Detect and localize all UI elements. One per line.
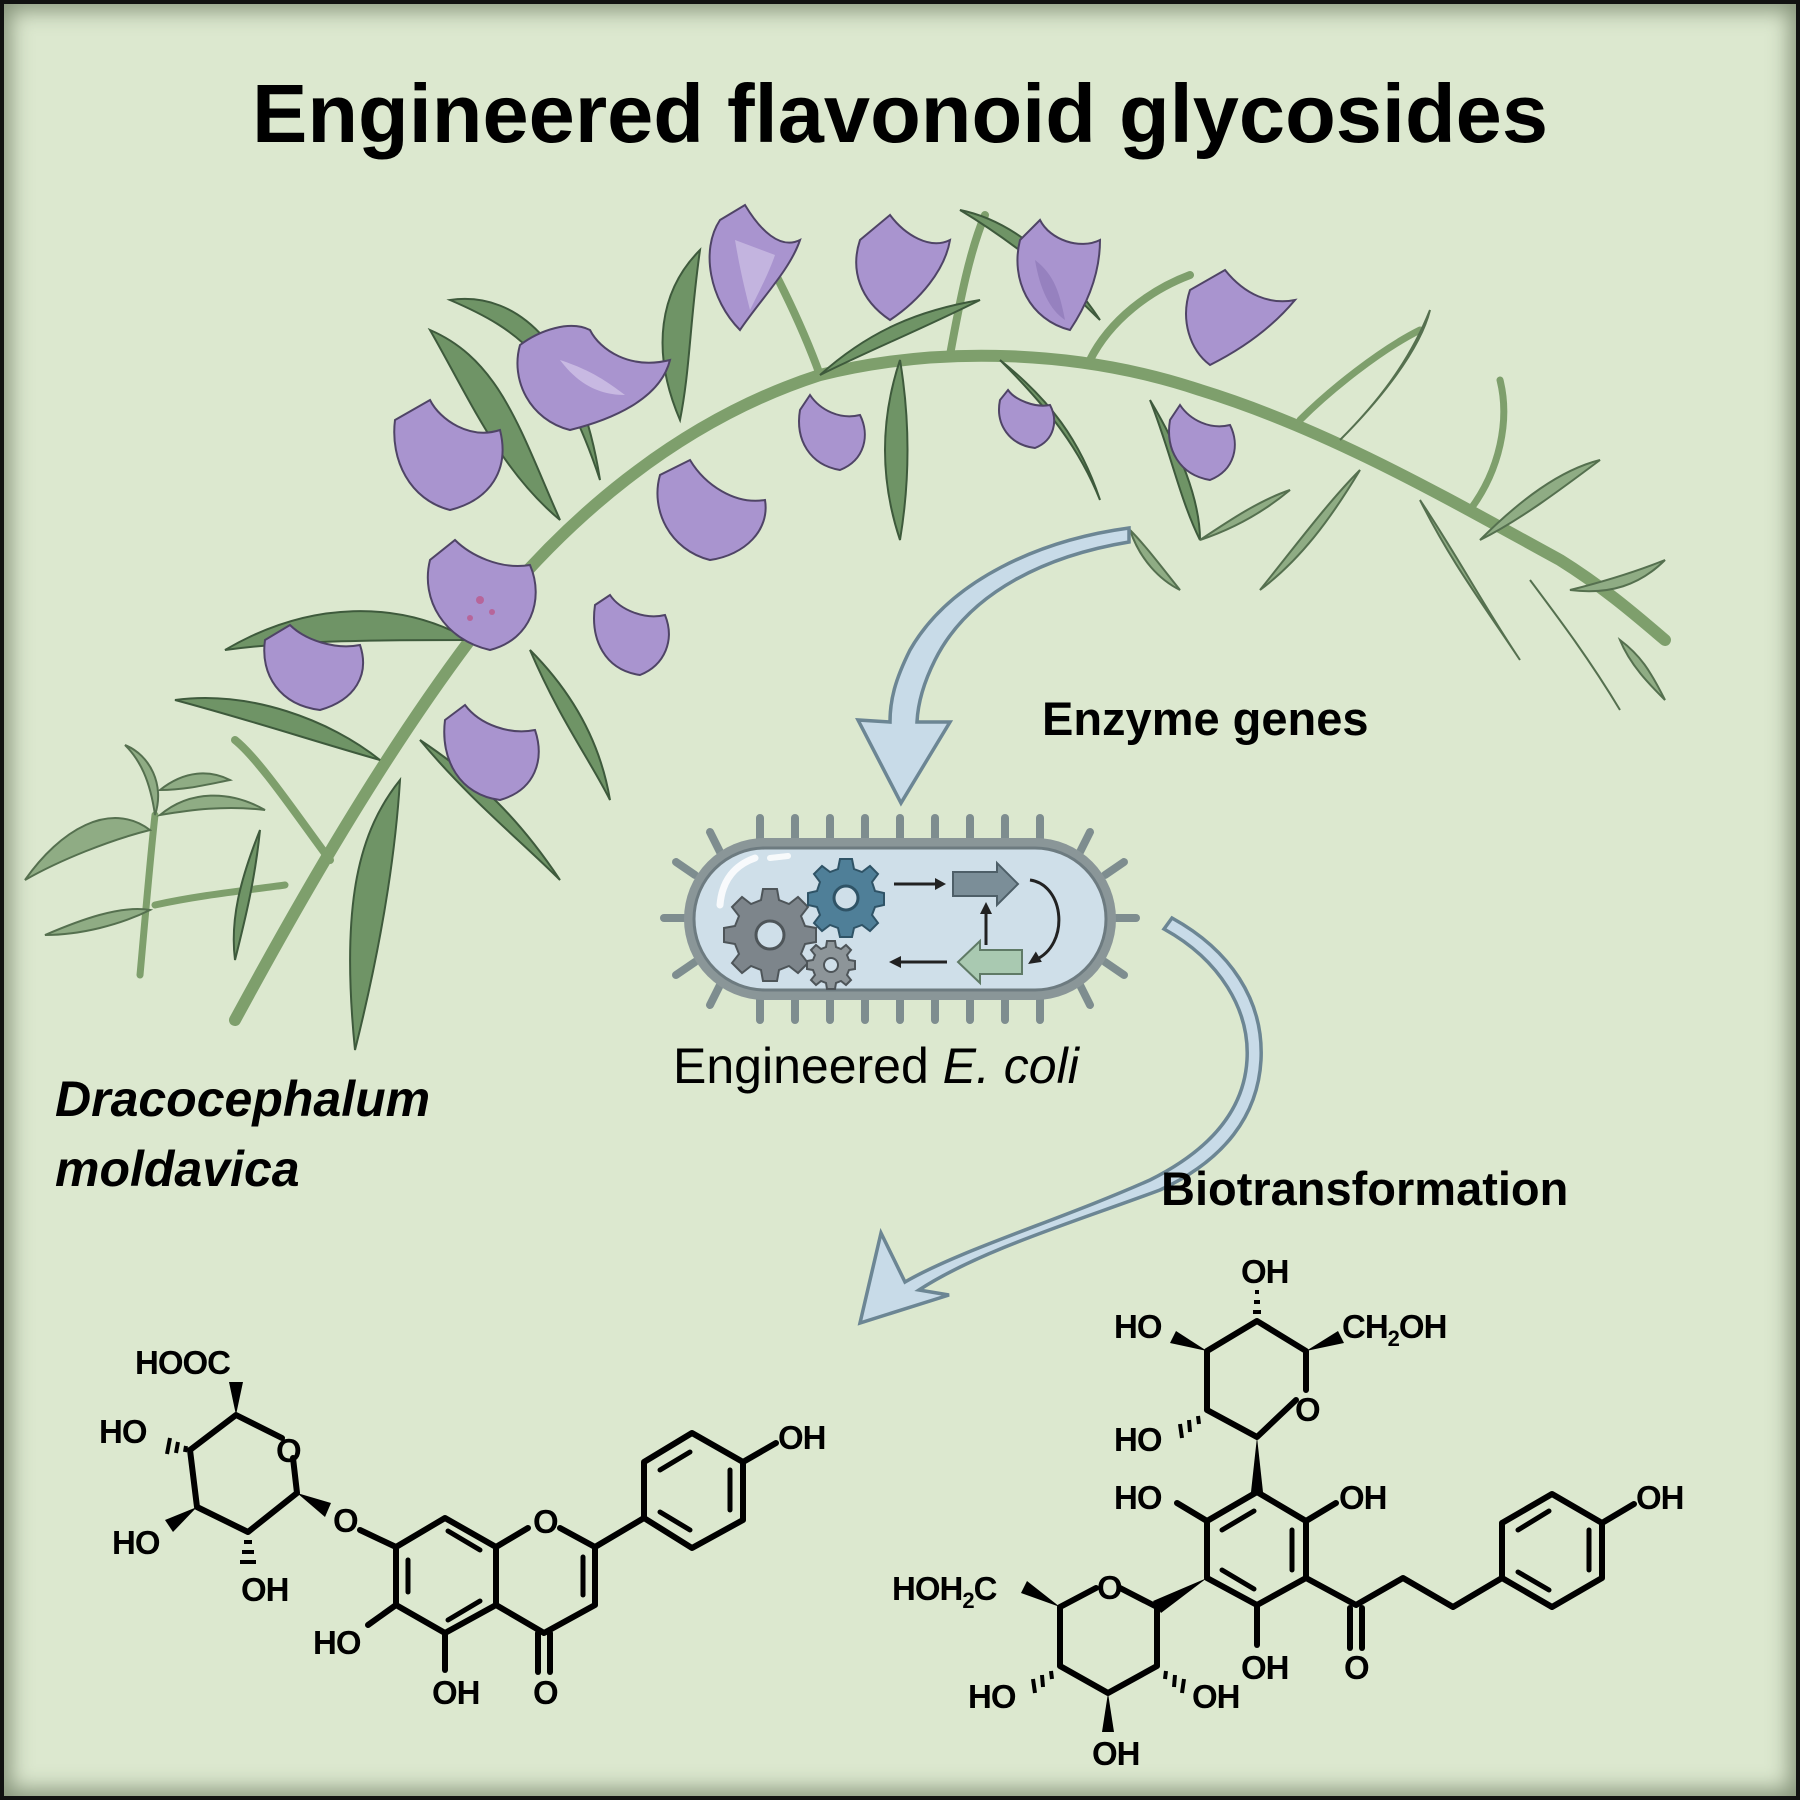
enzyme-genes-arrow <box>855 525 1131 807</box>
ch2oh-ch: CH <box>1342 1308 1388 1345</box>
gene-arrow-right <box>952 860 1020 908</box>
atom-label: HOOC <box>135 1344 230 1381</box>
atom-label: OH <box>1092 1735 1140 1772</box>
atom-label: HO <box>1114 1308 1162 1345</box>
atom-label: O <box>1295 1391 1320 1428</box>
flower <box>1016 218 1102 332</box>
flower <box>855 213 952 322</box>
figure-title: Engineered flavonoid glycosides <box>252 67 1548 160</box>
species-name-line2: moldavica <box>55 1141 300 1197</box>
atom-label: HO <box>99 1413 147 1450</box>
biotransformation-arrow <box>857 915 1263 1326</box>
atom-label: OH <box>241 1571 289 1608</box>
flower <box>593 593 670 677</box>
atom-label: OH <box>1192 1678 1240 1715</box>
gear-icon <box>723 888 817 982</box>
ch2oh-oh: OH <box>1399 1308 1447 1345</box>
hoh2c-subscript: 2 <box>962 1588 974 1613</box>
ch2oh-subscript: 2 <box>1388 1326 1400 1351</box>
flower <box>1168 403 1236 482</box>
plant-sprig-left <box>24 744 289 979</box>
atom-label: OH <box>1636 1479 1684 1516</box>
flower <box>1185 268 1298 367</box>
atom-label: HO <box>1114 1479 1162 1516</box>
enzyme-genes-label: Enzyme genes <box>1042 692 1369 745</box>
atom-label: OH <box>778 1419 826 1456</box>
flower <box>708 203 802 332</box>
species-name-line1: Dracocephalum <box>55 1071 430 1127</box>
atom-label: OH <box>1339 1479 1387 1516</box>
flower <box>263 623 365 712</box>
atom-label: OH <box>432 1674 480 1711</box>
atom-label: O <box>333 1502 358 1539</box>
plant-illustration <box>24 203 1671 1051</box>
atom-label: OH <box>1241 1649 1289 1686</box>
ecoli-label-species: E. coli <box>943 1038 1081 1094</box>
gene-arrow-left <box>956 938 1023 986</box>
flower <box>998 388 1056 450</box>
ecoli-label-prefix: Engineered <box>673 1038 943 1094</box>
atom-label: HO <box>968 1678 1016 1715</box>
atom-label: OH <box>1241 1253 1289 1290</box>
atom-label: O <box>1097 1569 1122 1606</box>
flower <box>656 458 767 562</box>
engineered-ecoli-label: Engineered E. coli <box>673 1038 1081 1094</box>
compound-left-structure: HOOC HO HO OH O O O HO OH O OH <box>99 1344 827 1711</box>
flower <box>426 538 537 652</box>
main-stem <box>229 349 1671 1026</box>
atom-label: HO <box>112 1524 160 1561</box>
biotransformation-label: Biotransformation <box>1161 1162 1568 1215</box>
hoh2c-hoh: HOH <box>892 1570 962 1607</box>
pathway-arrows <box>889 860 1061 986</box>
flower <box>798 393 866 472</box>
flower <box>393 398 504 512</box>
compound-right-structure: OH HO CH2OH O HO HO OH OH O OH HOH2C O H… <box>892 1253 1685 1772</box>
flower <box>443 703 540 802</box>
atom-label: O <box>533 1503 558 1540</box>
atom-label: HO <box>1114 1421 1162 1458</box>
engineered-ecoli-cell <box>660 814 1140 1024</box>
flower <box>516 325 672 432</box>
atom-label: CH2OH <box>1342 1308 1446 1351</box>
gear-icon <box>806 940 856 990</box>
atom-label: HO <box>313 1624 361 1661</box>
atom-label: HOH2C <box>892 1570 997 1613</box>
gear-icon <box>807 858 885 938</box>
atom-label: O <box>533 1674 558 1711</box>
hoh2c-c: C <box>974 1570 997 1607</box>
atom-label: O <box>1344 1649 1369 1686</box>
atom-label: O <box>276 1432 301 1469</box>
